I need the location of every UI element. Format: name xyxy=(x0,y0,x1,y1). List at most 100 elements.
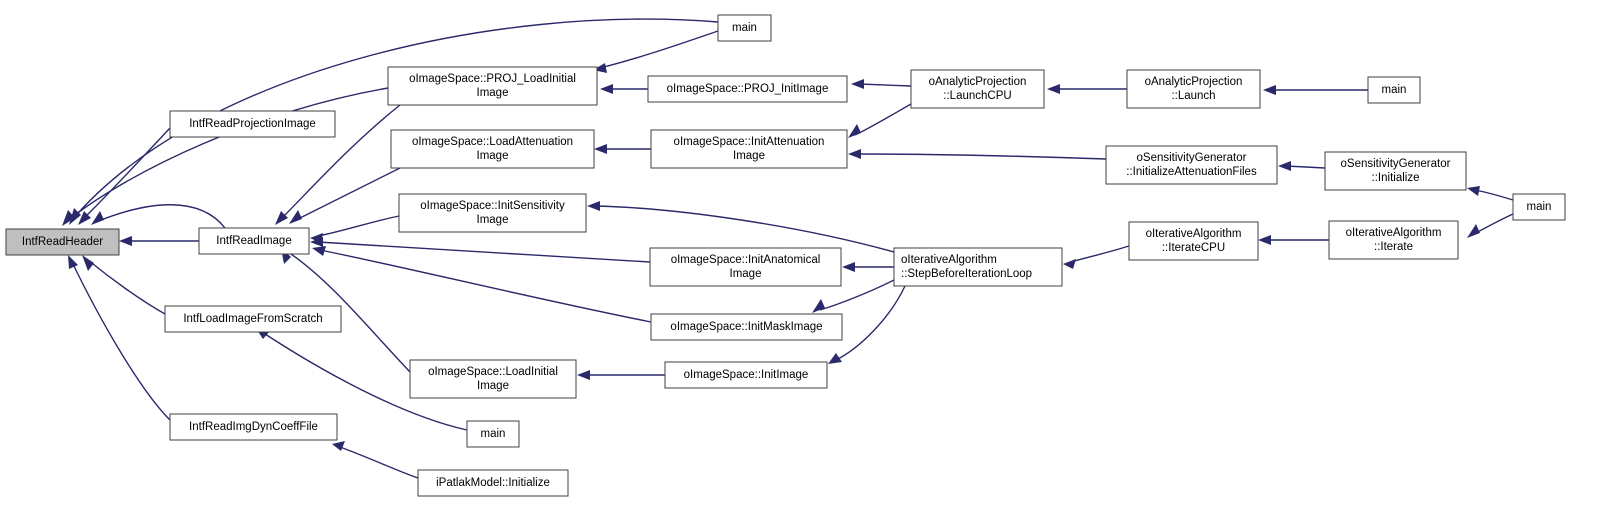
node-label-line: ::LaunchCPU xyxy=(943,90,1011,102)
edge-arrowhead-icon xyxy=(577,370,590,380)
edge-line xyxy=(1070,245,1130,263)
node-label-line: oImageSpace::PROJ_InitImage xyxy=(667,83,829,95)
node-label-line: oImageSpace::InitSensitivity xyxy=(420,200,565,212)
call-edge xyxy=(68,255,171,421)
node-label-line: oImageSpace::InitMaskImage xyxy=(670,321,822,333)
node-box[interactable] xyxy=(650,129,848,169)
graph-node-iterate[interactable]: oIterativeAlgorithm::Iterate xyxy=(1328,220,1459,260)
call-edge xyxy=(593,30,719,73)
edge-arrowhead-icon xyxy=(1278,161,1291,171)
node-box[interactable] xyxy=(647,75,848,103)
node-box[interactable] xyxy=(466,420,520,448)
edge-arrowhead-icon xyxy=(82,255,94,271)
node-box[interactable] xyxy=(398,193,587,233)
node-label-line: oImageSpace::InitAttenuation xyxy=(674,136,825,148)
edge-arrowhead-icon xyxy=(312,246,326,256)
edge-line xyxy=(599,30,719,69)
node-box[interactable] xyxy=(417,469,569,497)
graph-node-analyticLaunch[interactable]: oAnalyticProjection::Launch xyxy=(1126,69,1261,109)
node-label-line: main xyxy=(732,22,757,34)
call-edge xyxy=(848,103,912,138)
node-box[interactable] xyxy=(169,110,336,138)
node-label-line: ::StepBeforeIterationLoop xyxy=(901,268,1032,280)
edge-arrowhead-icon xyxy=(1263,85,1276,95)
node-box[interactable] xyxy=(387,66,598,106)
node-box[interactable] xyxy=(1126,69,1261,109)
graph-node-intfReadHeader[interactable]: IntfReadHeader xyxy=(5,228,120,256)
node-label-line: oImageSpace::InitAnatomical xyxy=(671,254,821,266)
graph-node-mainRight[interactable]: main xyxy=(1512,193,1566,221)
call-edge xyxy=(78,127,171,225)
node-label-line: ::InitializeAttenuationFiles xyxy=(1126,166,1257,178)
node-box[interactable] xyxy=(169,413,338,441)
node-box[interactable] xyxy=(910,69,1045,109)
graph-node-initImage[interactable]: oImageSpace::InitImage xyxy=(664,361,828,389)
node-box[interactable] xyxy=(1324,151,1467,191)
node-box[interactable] xyxy=(390,129,595,169)
node-box[interactable] xyxy=(664,361,828,389)
node-box[interactable] xyxy=(1328,220,1459,260)
edge-line xyxy=(835,285,906,361)
node-box[interactable] xyxy=(650,313,843,341)
node-box[interactable] xyxy=(1512,193,1566,221)
graph-node-mainPatlak[interactable]: main xyxy=(466,420,520,448)
node-label-line: oSensitivityGenerator xyxy=(1137,152,1247,164)
node-box[interactable] xyxy=(717,14,772,42)
graph-node-projInitImage[interactable]: oImageSpace::PROJ_InitImage xyxy=(647,75,848,103)
edges-layer xyxy=(62,18,1514,479)
edge-line xyxy=(95,204,226,229)
call-edge xyxy=(1258,235,1329,245)
graph-node-mainAnalytic[interactable]: main xyxy=(1367,76,1421,104)
node-label-line: ::Iterate xyxy=(1374,241,1413,253)
edge-line xyxy=(261,331,468,431)
graph-node-intfReadImgDynCoeffFile[interactable]: IntfReadImgDynCoeffFile xyxy=(169,413,338,441)
call-edge xyxy=(594,144,651,154)
call-edge xyxy=(310,237,651,263)
node-label-line: oIterativeAlgorithm xyxy=(901,254,997,266)
node-label-line: main xyxy=(481,428,506,440)
graph-node-intfLoadImageFromScratch[interactable]: IntfLoadImageFromScratch xyxy=(164,305,342,333)
call-edge xyxy=(119,236,199,246)
node-label-line: Image xyxy=(733,150,765,162)
node-box[interactable] xyxy=(164,305,342,333)
node-box[interactable] xyxy=(1105,145,1278,185)
node-box[interactable] xyxy=(409,359,577,399)
call-edge xyxy=(62,87,389,226)
graph-node-patlakInitialize[interactable]: iPatlakModel::Initialize xyxy=(417,469,569,497)
node-label-line: IntfReadImgDynCoeffFile xyxy=(189,421,318,433)
node-label-line: oAnalyticProjection xyxy=(929,76,1027,88)
node-box[interactable] xyxy=(5,228,120,256)
call-edge xyxy=(275,104,401,225)
graph-node-sensInitialize[interactable]: oSensitivityGenerator::Initialize xyxy=(1324,151,1467,191)
call-edge xyxy=(312,246,652,323)
edge-arrowhead-icon xyxy=(828,353,842,364)
node-box[interactable] xyxy=(649,247,842,287)
graph-node-stepBeforeIterationLoop[interactable]: oIterativeAlgorithm::StepBeforeIteration… xyxy=(893,247,1063,287)
graph-node-intfReadImage[interactable]: IntfReadImage xyxy=(198,227,310,255)
node-label-line: Image xyxy=(477,87,509,99)
edge-arrowhead-icon xyxy=(1258,235,1271,245)
node-box[interactable] xyxy=(1367,76,1421,104)
graph-node-intfReadProjectionImage[interactable]: IntfReadProjectionImage xyxy=(169,110,336,138)
node-box[interactable] xyxy=(1128,221,1259,261)
node-box[interactable] xyxy=(198,227,310,255)
graph-node-analyticLaunchCPU[interactable]: oAnalyticProjection::LaunchCPU xyxy=(910,69,1045,109)
graph-node-initMaskImage[interactable]: oImageSpace::InitMaskImage xyxy=(650,313,843,341)
node-label-line: iPatlakModel::Initialize xyxy=(436,477,550,489)
edge-line xyxy=(594,205,895,253)
graph-node-sensInitAttenFiles[interactable]: oSensitivityGenerator::InitializeAttenua… xyxy=(1105,145,1278,185)
node-label-line: oIterativeAlgorithm xyxy=(1146,228,1242,240)
node-box[interactable] xyxy=(893,247,1063,287)
edge-arrowhead-icon xyxy=(310,237,323,247)
graph-node-iterateCPU[interactable]: oIterativeAlgorithm::IterateCPU xyxy=(1128,221,1259,261)
graph-node-mainTop[interactable]: main xyxy=(717,14,772,42)
edge-arrowhead-icon xyxy=(848,124,861,138)
call-edge xyxy=(310,215,400,243)
